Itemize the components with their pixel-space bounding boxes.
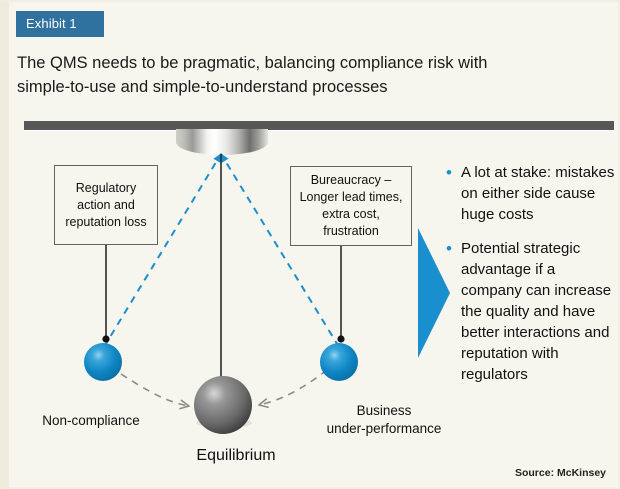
label-business-under-performance: Business under-performance bbox=[319, 402, 449, 438]
label-business-line-1: Business bbox=[356, 403, 412, 418]
connector-dot-left bbox=[102, 335, 110, 343]
convergence-arrow-left bbox=[120, 373, 189, 406]
label-non-compliance: Non-compliance bbox=[42, 413, 140, 428]
connector-dot-right bbox=[337, 335, 345, 343]
label-business-line-2: under-performance bbox=[326, 421, 442, 436]
list-item: • Potential strategic advantage if a com… bbox=[446, 238, 618, 385]
convergence-arrow-right bbox=[259, 369, 328, 405]
label-equilibrium: Equilibrium bbox=[196, 447, 276, 464]
pendulum-ball-right bbox=[320, 343, 358, 381]
info-box-regulatory-action: Regulatory action and reputation loss bbox=[54, 165, 158, 245]
pendulum-pivot-block bbox=[176, 129, 268, 155]
takeaways-list: • A lot at stake: mistakes on either sid… bbox=[446, 162, 618, 398]
page-title: The QMS needs to be pragmatic, balancing… bbox=[17, 51, 577, 99]
exhibit-number-badge: Exhibit 1 bbox=[16, 11, 104, 37]
pendulum-diagram bbox=[84, 153, 450, 434]
equilibrium-ball bbox=[194, 376, 252, 434]
header-divider-bar bbox=[24, 121, 614, 130]
info-box-bureaucracy: Bureaucracy – Longer lead times, extra c… bbox=[290, 166, 412, 246]
list-item: • A lot at stake: mistakes on either sid… bbox=[446, 162, 618, 225]
source-note: Source: McKinsey bbox=[514, 467, 606, 479]
swing-line-right bbox=[220, 153, 340, 348]
page-title-line-2: simple-to-use and simple-to-understand p… bbox=[17, 78, 388, 96]
pendulum-ball-left bbox=[84, 343, 122, 381]
page-title-line-1: The QMS needs to be pragmatic, balancing… bbox=[17, 54, 488, 72]
bullet-dot-icon: • bbox=[446, 239, 452, 258]
swing-line-left bbox=[103, 153, 222, 348]
bullet-text: Potential strategic advantage if a compa… bbox=[461, 240, 612, 383]
callout-arrow-triangle bbox=[418, 228, 450, 358]
bullet-text: A lot at stake: mistakes on either side … bbox=[461, 164, 615, 223]
bullet-dot-icon: • bbox=[446, 163, 452, 182]
